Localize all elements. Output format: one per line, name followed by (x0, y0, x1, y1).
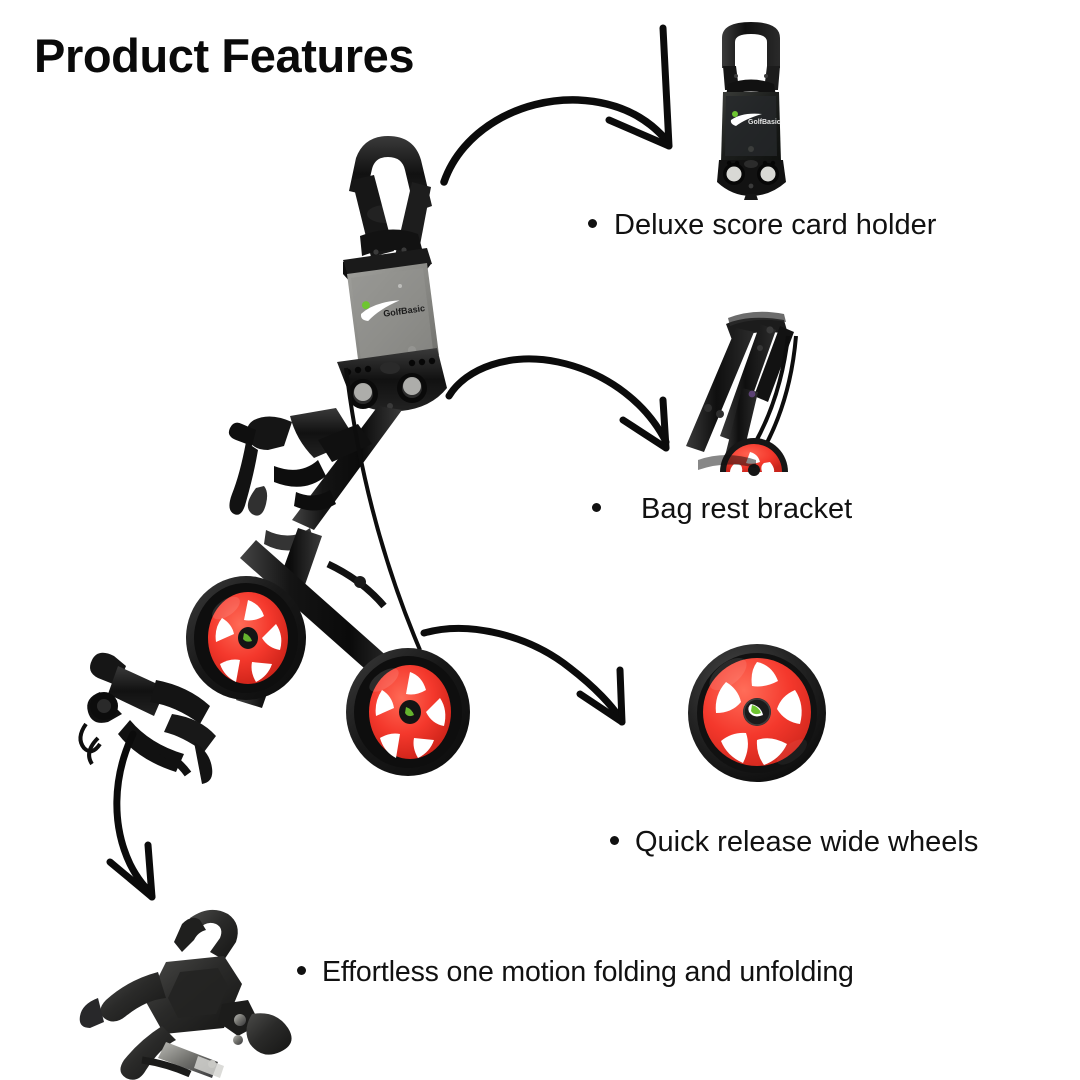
feature-caption-bracket: Bag rest bracket (592, 493, 852, 526)
bullet-icon (297, 966, 306, 975)
page-title: Product Features (34, 29, 415, 82)
bullet-icon (588, 219, 597, 228)
feature-label-bracket: Bag rest bracket (641, 493, 853, 525)
arrow-to-bracket (445, 355, 670, 452)
feature-label-folding: Effortless one motion folding and unfold… (322, 956, 854, 988)
feature-label-wheels: Quick release wide wheels (635, 826, 979, 858)
feature-caption-folding: Effortless one motion folding and unfold… (297, 956, 854, 989)
arrow-to-folding (106, 730, 156, 901)
feature-label-scorecard: Deluxe score card holder (614, 209, 937, 241)
arrow-to-scorecard (440, 24, 673, 186)
arrow-to-wheel (420, 624, 626, 726)
feature-caption-wheels: Quick release wide wheels (610, 826, 978, 859)
bullet-icon (610, 836, 619, 845)
feature-caption-scorecard: Deluxe score card holder (588, 209, 936, 242)
bullet-icon (592, 503, 601, 512)
